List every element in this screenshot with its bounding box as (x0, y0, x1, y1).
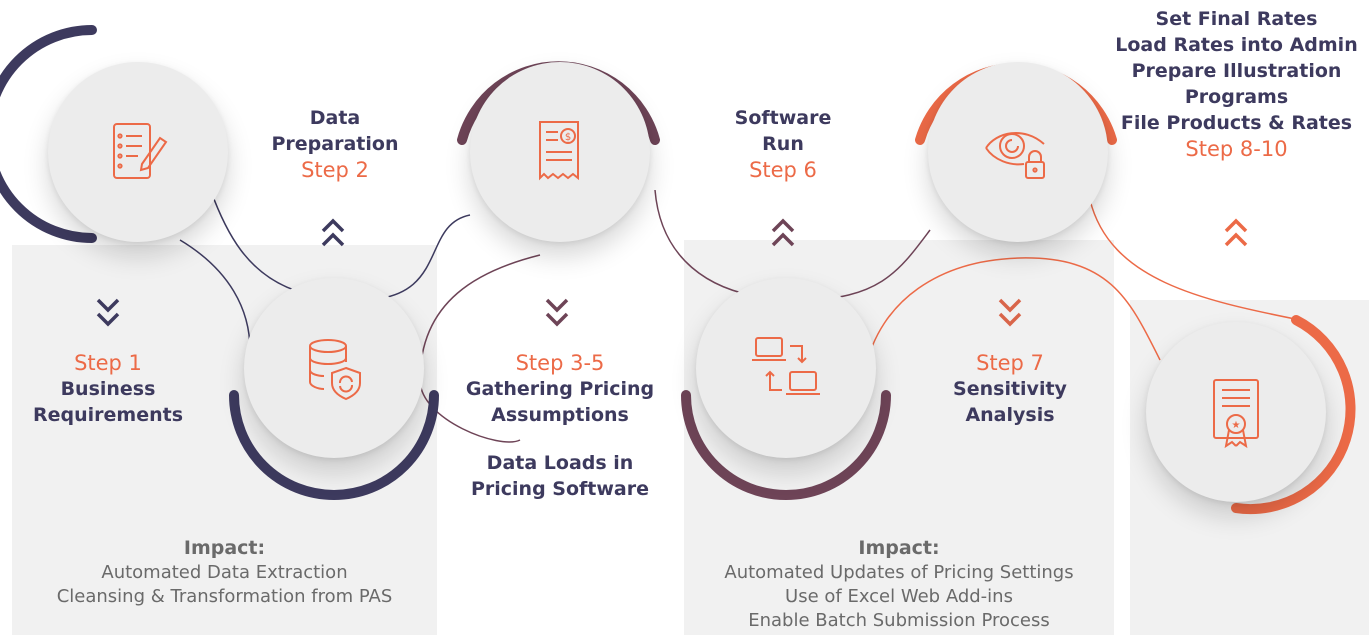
step1-label: Step 1 Business Requirements (8, 350, 208, 428)
chevron-up-icon (771, 218, 795, 247)
step3-5-number: Step 3-5 (515, 351, 605, 375)
impact-left-line: Cleansing & Transformation from PAS (56, 586, 393, 607)
step2-node (244, 278, 424, 458)
chevron-down-icon (998, 298, 1022, 327)
impact-right: Impact: Automated Updates of Pricing Set… (684, 535, 1114, 633)
impact-right-line: Automated Updates of Pricing Settings (724, 562, 1074, 583)
step8-10-line: Load Rates into Admin (1115, 34, 1358, 56)
database-shield-icon (309, 339, 361, 401)
step3-5-extra-line2: Pricing Software (470, 478, 650, 500)
impact-right-line: Use of Excel Web Add-ins (785, 586, 1013, 607)
step3-5-extra-line1: Data Loads in (486, 452, 634, 474)
step1-title-line1: Business (60, 378, 156, 400)
chevron-down-icon (545, 298, 569, 327)
step2-title-line2: Preparation (271, 133, 399, 155)
step8-10-number: Step 8-10 (1185, 137, 1288, 161)
step8-10-line: Programs (1184, 86, 1289, 108)
chevron-up-icon (321, 218, 345, 247)
step6-title-line1: Software (734, 107, 832, 129)
checklist-pencil-icon (113, 123, 168, 179)
step1-number: Step 1 (74, 351, 142, 375)
step7-node (928, 62, 1108, 242)
eye-lock-icon (985, 131, 1045, 179)
step8-10-node: ★ (1146, 322, 1326, 502)
impact-right-line: Enable Batch Submission Process (748, 610, 1050, 631)
step7-label: Step 7 Sensitivity Analysis (910, 350, 1110, 428)
step6-title-line2: Run (762, 133, 804, 155)
impact-left-heading: Impact: (183, 537, 266, 559)
step2-number: Step 2 (301, 158, 369, 182)
step7-title-line1: Sensitivity (953, 378, 1067, 400)
impact-left: Impact: Automated Data Extraction Cleans… (12, 535, 437, 609)
step7-number: Step 7 (976, 351, 1044, 375)
step3-5-label: Step 3-5 Gathering Pricing Assumptions D… (440, 350, 680, 502)
step8-10-line: Set Final Rates (1155, 8, 1318, 30)
svg-text:$: $ (565, 132, 571, 143)
step8-10-line: Prepare Illustration (1131, 60, 1342, 82)
step2-title-line1: Data (309, 107, 361, 129)
receipt-dollar-icon: $ (539, 121, 579, 181)
step6-number: Step 6 (749, 158, 817, 182)
step1-node (48, 62, 228, 242)
svg-text:★: ★ (1232, 420, 1241, 431)
step3-5-title-line1: Gathering Pricing (465, 378, 655, 400)
chevron-up-icon (1224, 218, 1248, 247)
step3-5-title-line2: Assumptions (491, 404, 629, 426)
step2-label: Data Preparation Step 2 (235, 105, 435, 183)
step6-label: Software Run Step 6 (683, 105, 883, 183)
impact-left-line: Automated Data Extraction (101, 562, 348, 583)
step1-title-line2: Requirements (32, 404, 183, 426)
step8-10-label: Set Final Rates Load Rates into Admin Pr… (1104, 6, 1369, 162)
step3-5-node: $ (470, 62, 650, 242)
chevron-down-icon (96, 298, 120, 327)
computers-transfer-icon (752, 337, 820, 395)
impact-right-heading: Impact: (858, 537, 940, 559)
step6-node (696, 278, 876, 458)
step8-10-line: File Products & Rates (1120, 112, 1353, 134)
certificate-icon: ★ (1213, 379, 1259, 449)
step7-title-line2: Analysis (965, 404, 1055, 426)
